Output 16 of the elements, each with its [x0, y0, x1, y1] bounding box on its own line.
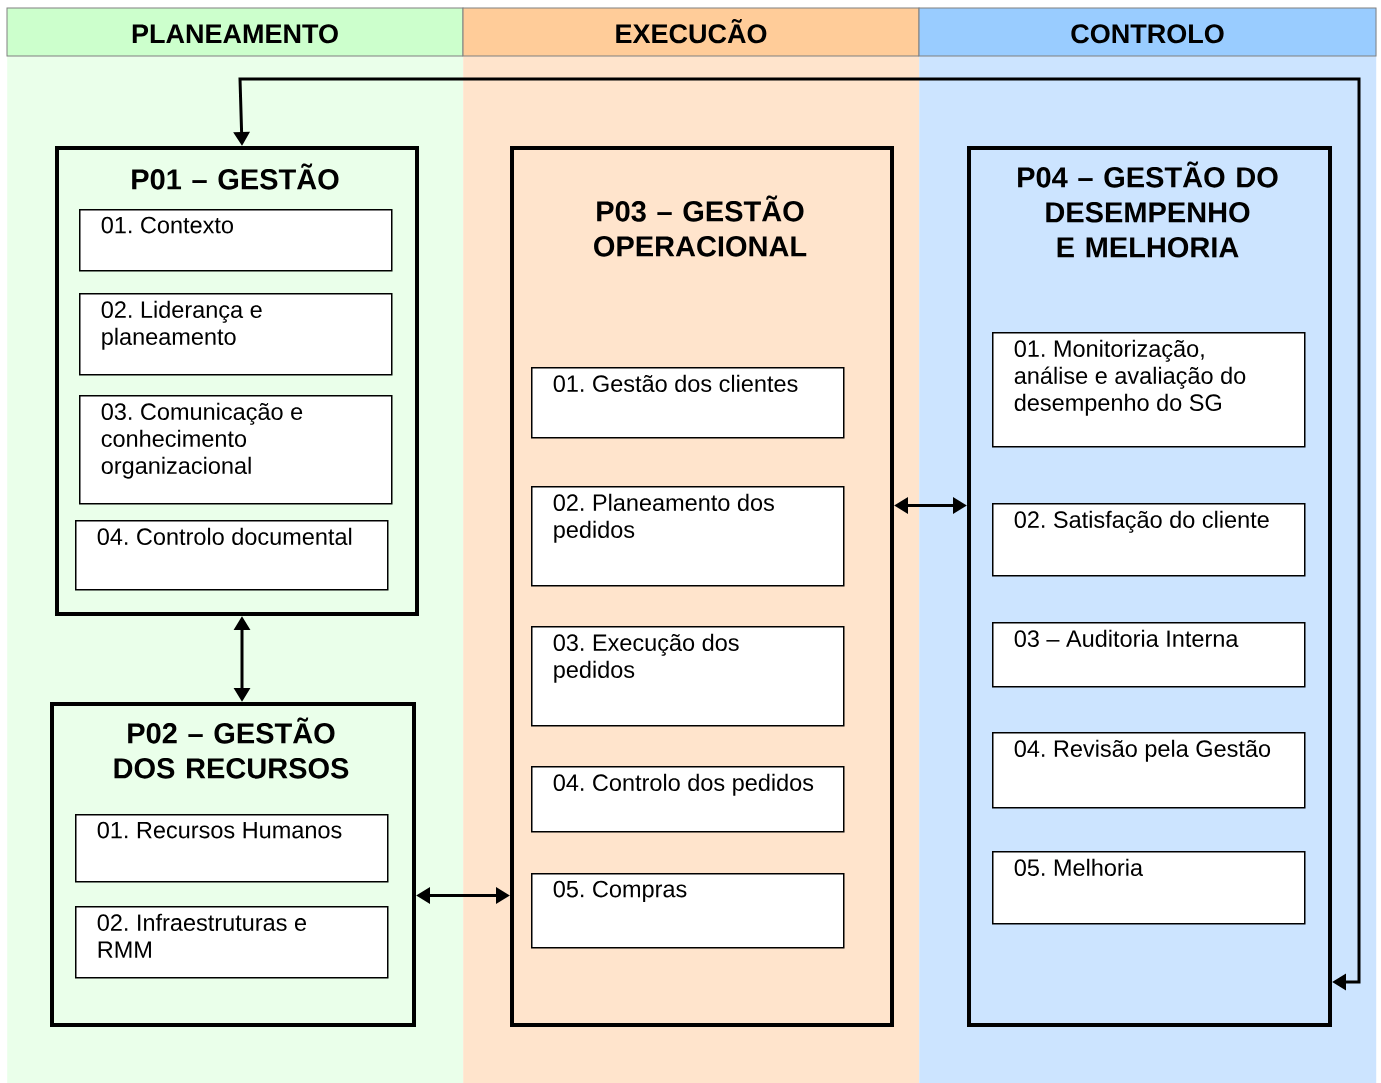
process-box: 03. Comunicação e conhecimento organizacional — [79, 395, 393, 505]
process-box: 02. Infraestruturas e RMM — [75, 906, 389, 979]
process-box: 01. Gestão dos clientes — [531, 367, 845, 439]
process-box: 01. Monitorização, análise e avaliação do desempenho do SG — [992, 332, 1306, 448]
process-box: 03. Execução dos pedidos — [531, 626, 845, 727]
process-box: 05. Compras — [531, 873, 845, 949]
process-box: 02. Satisfação do cliente — [992, 503, 1306, 577]
process-box: 04. Controlo documental — [75, 520, 389, 591]
process-box: 01. Recursos Humanos — [75, 814, 389, 883]
process-box: 02. Planeamento dos pedidos — [531, 486, 845, 587]
process-box: 05. Melhoria — [992, 851, 1306, 925]
process-box: 04. Revisão pela Gestão — [992, 732, 1306, 809]
process-box: 01. Contexto — [79, 209, 393, 272]
process-box: 04. Controlo dos pedidos — [531, 766, 845, 833]
process-box: 02. Liderança e planeamento — [79, 293, 393, 376]
process-box: 03 – Auditoria Interna — [992, 622, 1306, 688]
